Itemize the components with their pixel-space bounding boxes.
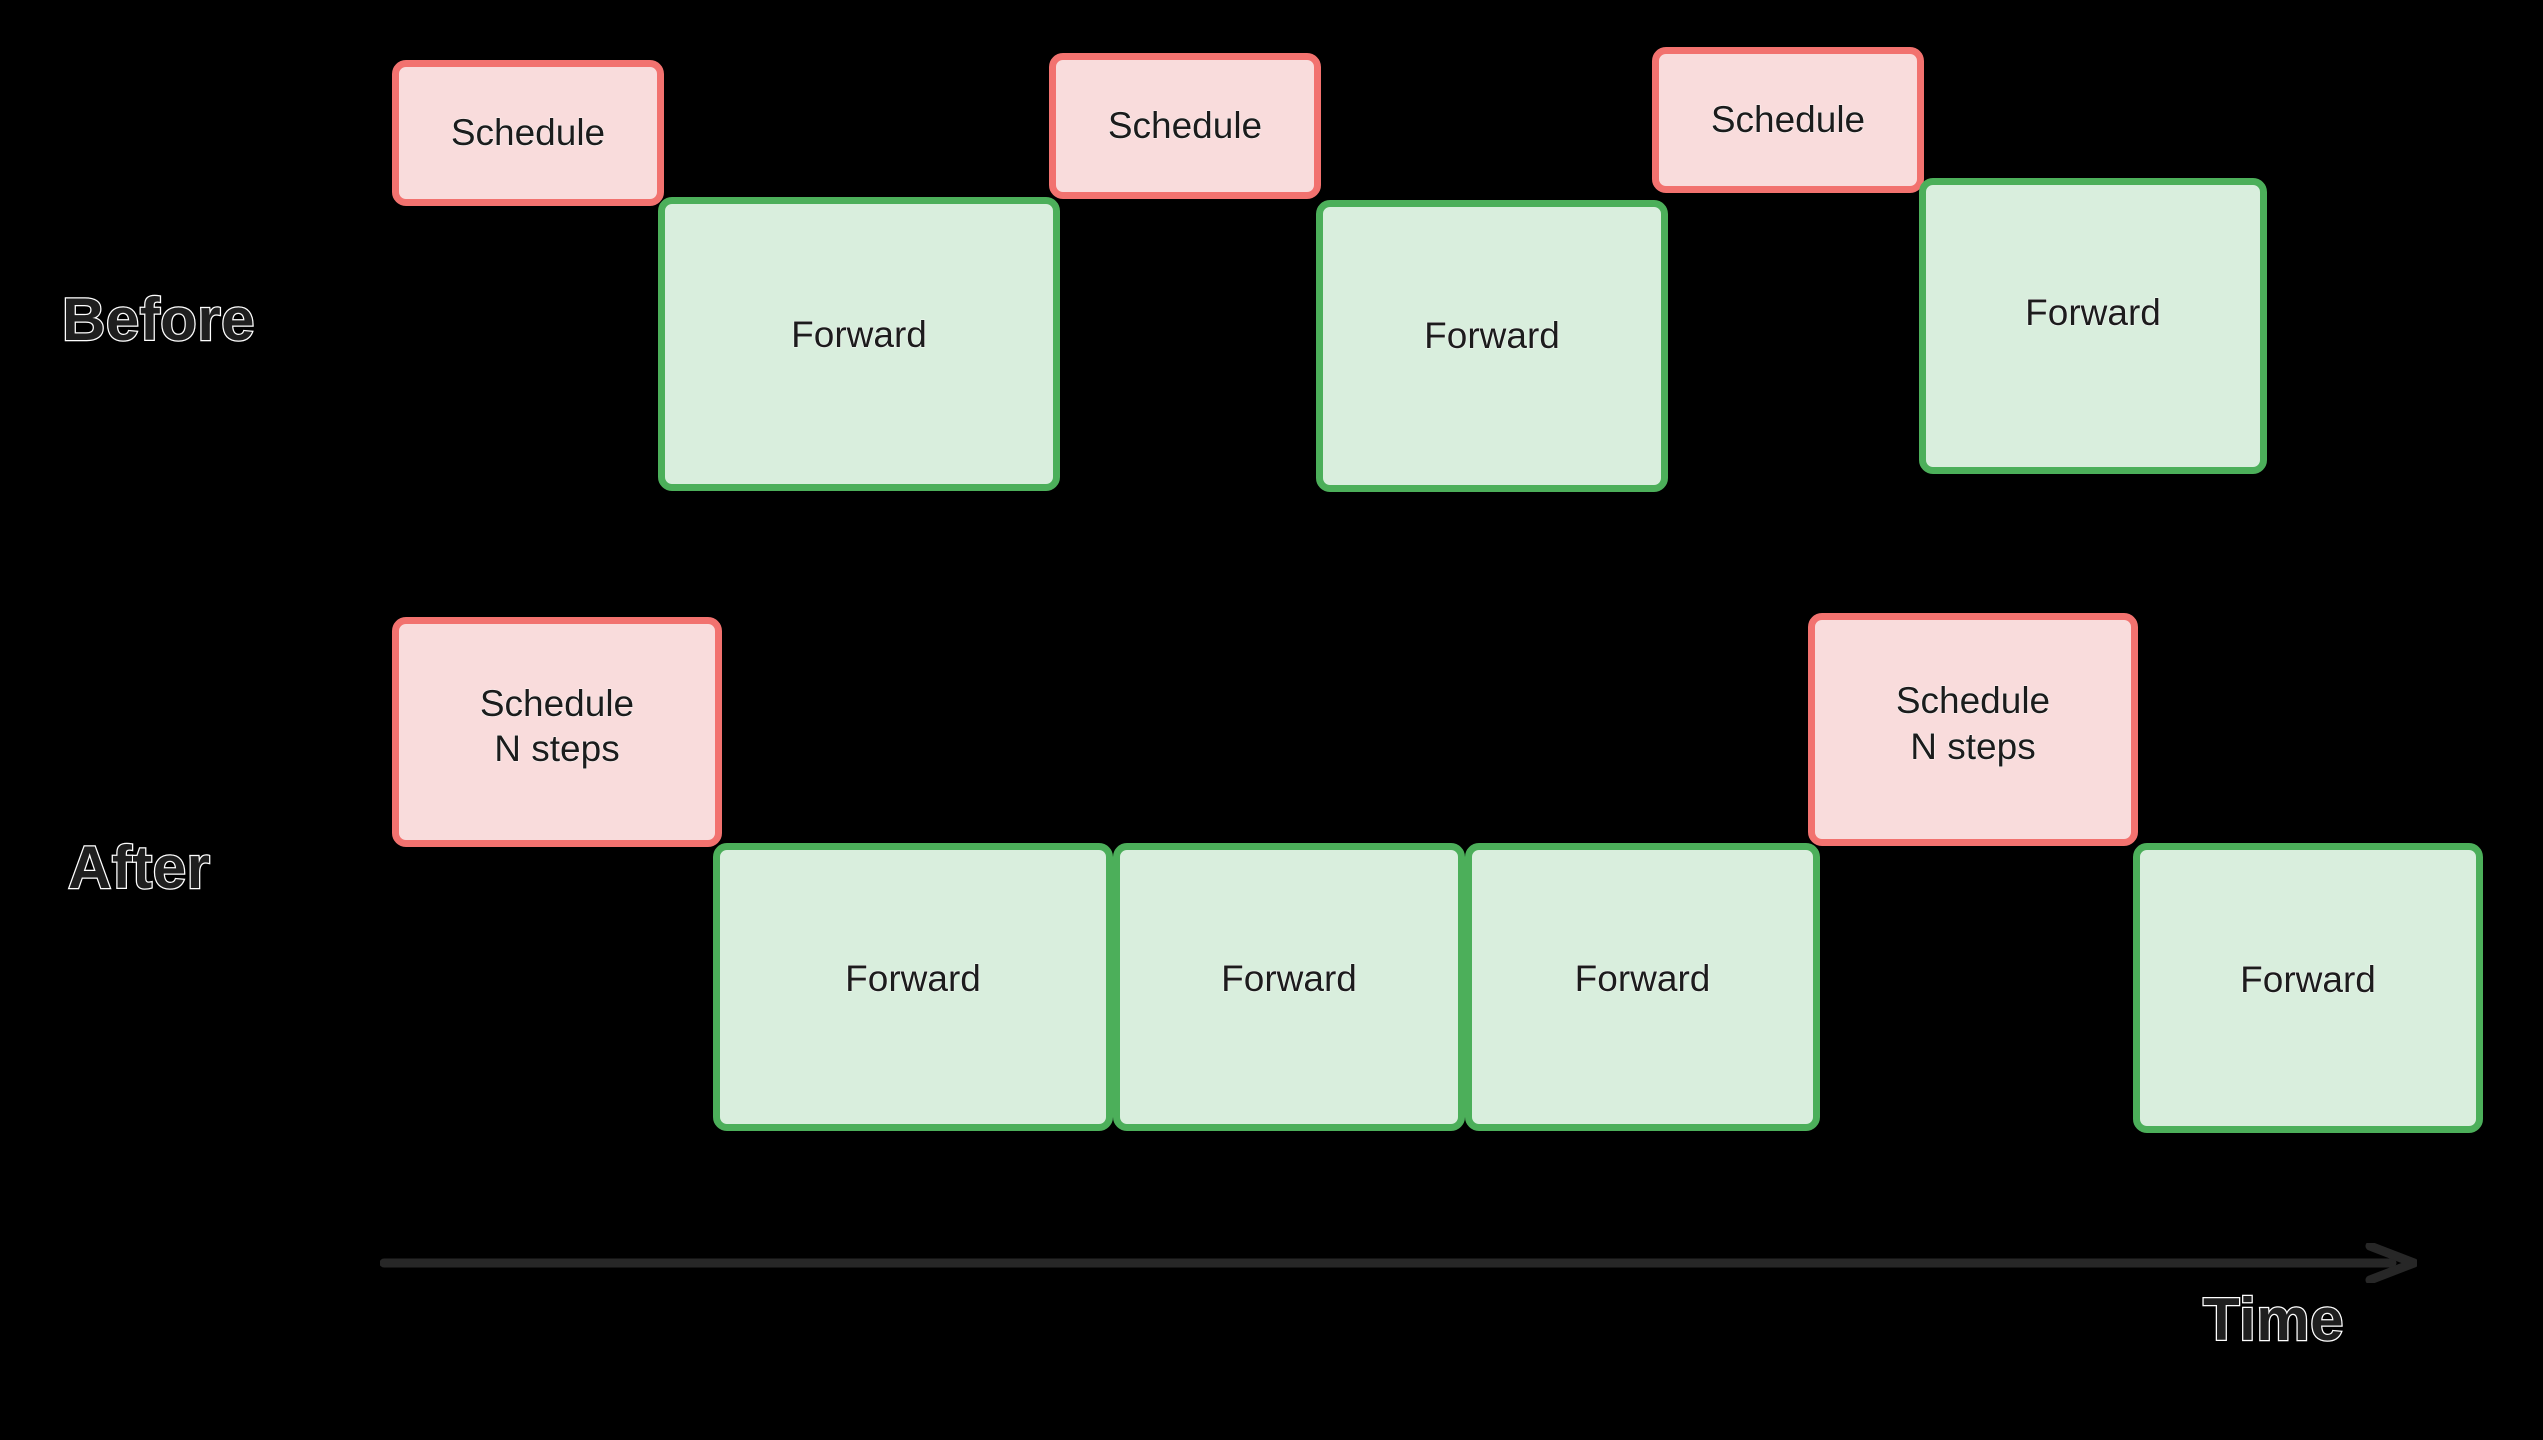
box-label: Schedule xyxy=(450,112,606,154)
box-label: Forward xyxy=(2240,959,2377,1001)
box-label: Forward xyxy=(2025,292,2162,334)
after-forward-box-1: Forward xyxy=(713,843,1113,1131)
before-schedule-box-2: Schedule xyxy=(1049,53,1321,199)
box-label: Schedule N steps xyxy=(479,682,635,769)
before-schedule-box-3: Schedule xyxy=(1652,47,1924,193)
after-forward-box-2: Forward xyxy=(1113,843,1465,1131)
before-forward-box-1: Forward xyxy=(658,197,1060,491)
row-label-after: After xyxy=(67,834,212,901)
after-schedule-box-1: Schedule N steps xyxy=(392,617,722,847)
box-label: Forward xyxy=(791,314,928,356)
box-label: Forward xyxy=(845,958,982,1000)
after-schedule-box-2: Schedule N steps xyxy=(1808,613,2138,846)
box-label: Forward xyxy=(1221,958,1358,1000)
box-label: Forward xyxy=(1574,958,1711,1000)
box-label: Schedule xyxy=(1710,99,1866,141)
before-schedule-box-1: Schedule xyxy=(392,60,664,206)
box-label: Schedule xyxy=(1107,105,1263,147)
after-forward-box-3: Forward xyxy=(1465,843,1820,1131)
row-label-before: Before xyxy=(61,286,256,353)
box-label: Forward xyxy=(1424,315,1561,357)
before-forward-box-2: Forward xyxy=(1316,200,1668,492)
time-axis-label: Time xyxy=(2202,1286,2345,1353)
before-forward-box-3: Forward xyxy=(1919,178,2267,474)
box-label: Schedule N steps xyxy=(1895,680,2051,767)
after-forward-box-4: Forward xyxy=(2133,843,2483,1133)
time-axis-arrow xyxy=(380,1243,2417,1283)
